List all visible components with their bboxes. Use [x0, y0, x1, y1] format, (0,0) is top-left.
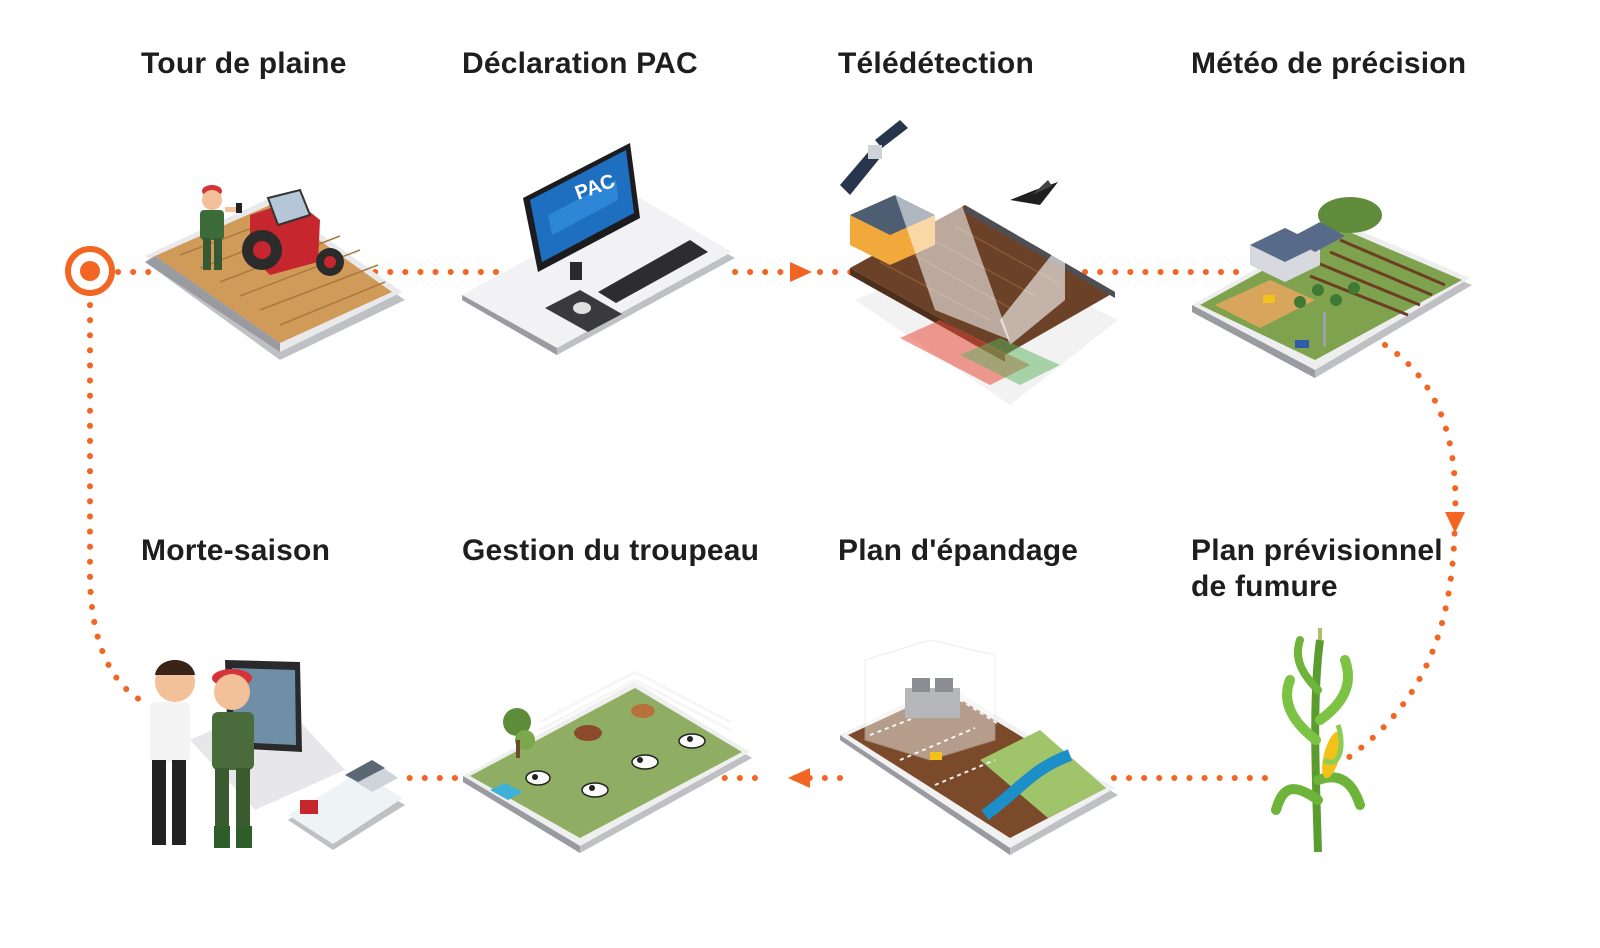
- farm-weather-station-icon: [1192, 197, 1472, 378]
- step-title-plan-d-epandage: Plan d'épandage: [838, 534, 1079, 567]
- farmer-icon: [200, 185, 242, 270]
- tree-icon: [503, 708, 535, 758]
- spreading-plan-field-icon: [840, 639, 1118, 855]
- step-title-declaration-pac: Déclaration PAC: [462, 47, 698, 80]
- start-target-icon: [65, 246, 115, 296]
- arrow-down-icon: [1445, 512, 1465, 533]
- farmer-icon: [150, 660, 195, 845]
- step-title-tour-de-plaine: Tour de plaine: [141, 47, 347, 80]
- drone-icon: [1010, 180, 1058, 205]
- step-title-morte-saison: Morte-saison: [141, 534, 331, 567]
- arrow-left-icon: [788, 768, 810, 788]
- corn-plant-icon: [1271, 628, 1365, 853]
- step-title-teledetection: Télédétection: [838, 47, 1034, 80]
- step-title-line-1: Plan prévisionnel: [1191, 534, 1443, 567]
- step-title-meteo-de-precision: Météo de précision: [1191, 47, 1467, 80]
- step-title-plan-previsionnel-de-fumure: Plan prévisionnel de fumure: [1191, 533, 1443, 605]
- cattle-pasture-icon: [463, 670, 752, 853]
- farmers-computer-icon: [150, 660, 405, 850]
- path-segment: [1342, 342, 1459, 763]
- farmer-with-cap-icon: [212, 669, 254, 848]
- arrow-right-icon: [790, 262, 812, 282]
- farmer-tractor-tablet-icon: [145, 185, 405, 360]
- tractor-icon: [242, 188, 344, 276]
- computer-pac-icon: PAC: [462, 143, 735, 355]
- step-title-line-2: de fumure: [1191, 570, 1338, 603]
- step-title-gestion-du-troupeau: Gestion du troupeau: [462, 534, 760, 567]
- path-segment: [87, 302, 153, 708]
- satellite-drone-field-icon: [840, 120, 1118, 405]
- cow-icon: [525, 704, 706, 798]
- satellite-icon: [840, 120, 908, 195]
